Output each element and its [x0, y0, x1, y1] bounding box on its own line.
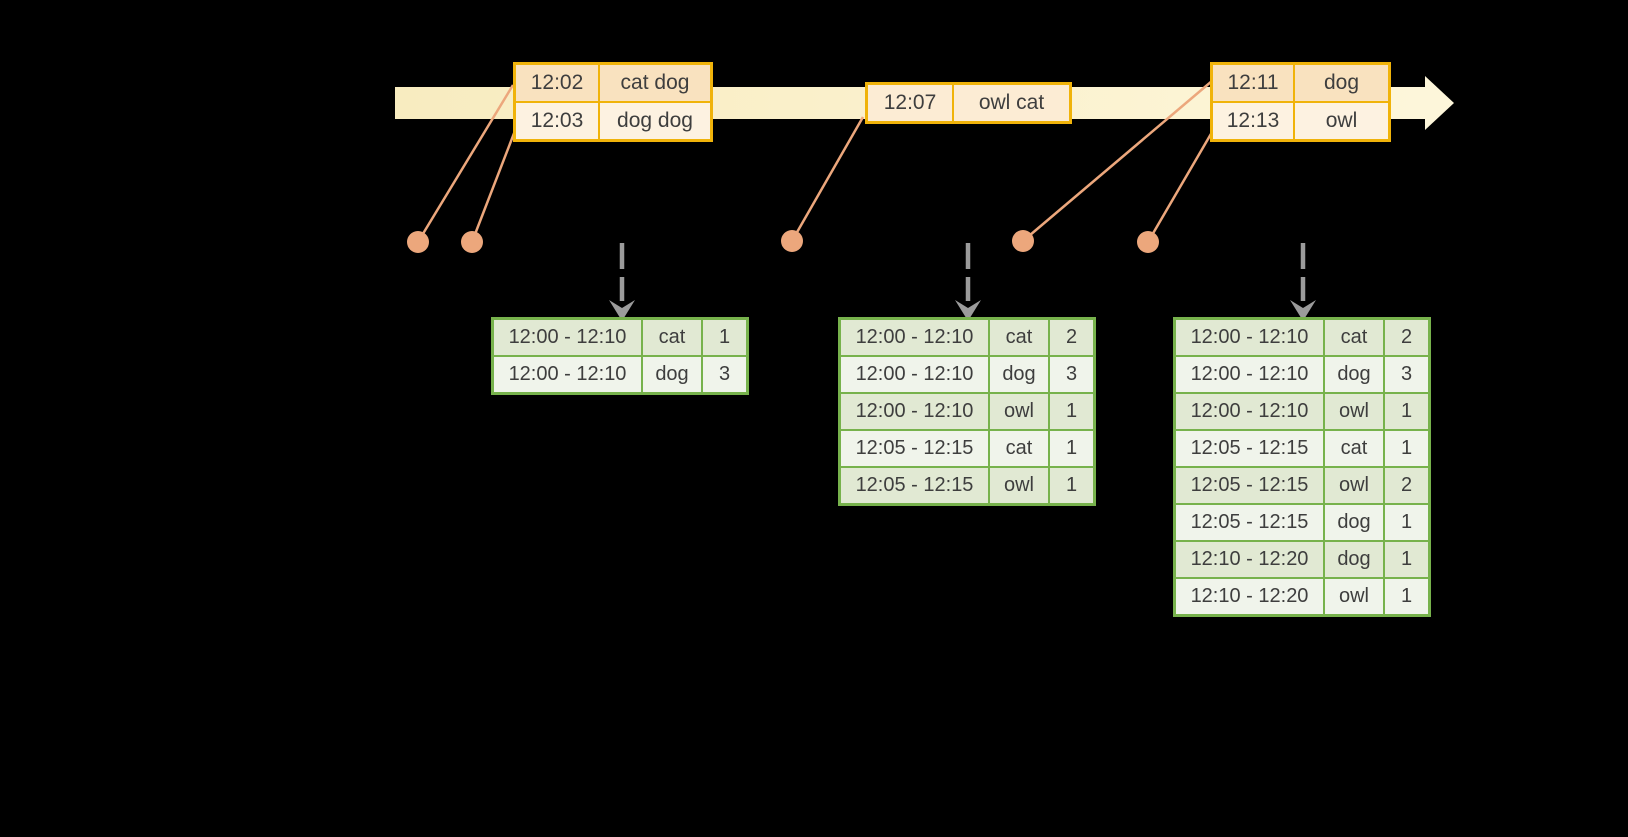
result-cell-word: dog — [990, 357, 1048, 392]
arrow-down-icon — [609, 300, 635, 321]
result-cell-word: cat — [643, 320, 701, 355]
result-cell-window: 12:00 - 12:10 — [1176, 394, 1323, 429]
result-cell-word: cat — [1325, 431, 1383, 466]
event-cell-time: 12:07 — [868, 85, 952, 121]
result-cell-word: cat — [1325, 320, 1383, 355]
result-cell-window: 12:00 - 12:10 — [1176, 357, 1323, 392]
event-dot — [781, 230, 803, 252]
result-cell-window: 12:00 - 12:10 — [841, 357, 988, 392]
arrow-down-icon — [1290, 300, 1316, 321]
result-cell-count: 1 — [703, 320, 746, 355]
event-connector-line — [416, 84, 515, 243]
result-cell-word: owl — [990, 468, 1048, 503]
event-connector-line — [1022, 80, 1213, 242]
result-cell-window: 12:05 - 12:15 — [841, 431, 988, 466]
result-cell-count: 2 — [1385, 320, 1428, 355]
result-cell-word: owl — [1325, 468, 1383, 503]
event-cell-time: 12:02 — [516, 65, 598, 101]
result-cell-window: 12:00 - 12:10 — [494, 357, 641, 392]
result-cell-count: 3 — [703, 357, 746, 392]
result-cell-word: owl — [1325, 394, 1383, 429]
result-cell-word: cat — [990, 431, 1048, 466]
result-cell-count: 1 — [1385, 579, 1428, 614]
event-cell-time: 12:03 — [516, 103, 598, 139]
result-cell-count: 1 — [1050, 468, 1093, 503]
event-cell-time: 12:11 — [1213, 65, 1293, 101]
result-cell-count: 1 — [1385, 431, 1428, 466]
result-cell-word: dog — [1325, 357, 1383, 392]
arrow-down-icon — [955, 300, 981, 321]
result-cell-window: 12:00 - 12:10 — [841, 320, 988, 355]
event-cell-words: owl cat — [954, 85, 1069, 121]
result-cell-count: 1 — [1385, 542, 1428, 577]
event-cell-words: dog dog — [600, 103, 710, 139]
event-cell-words: owl — [1295, 103, 1388, 139]
result-cell-word: dog — [643, 357, 701, 392]
result-cell-count: 1 — [1050, 394, 1093, 429]
result-cell-window: 12:00 - 12:10 — [494, 320, 641, 355]
result-cell-word: owl — [1325, 579, 1383, 614]
result-cell-count: 1 — [1385, 505, 1428, 540]
event-dot — [1137, 231, 1159, 253]
result-cell-window: 12:05 - 12:15 — [1176, 505, 1323, 540]
result-cell-window: 12:05 - 12:15 — [841, 468, 988, 503]
event-connector-line — [470, 122, 520, 243]
result-cell-word: owl — [990, 394, 1048, 429]
timeline-arrowhead-icon — [1425, 76, 1454, 130]
result-cell-count: 3 — [1385, 357, 1428, 392]
event-dot — [461, 231, 483, 253]
event-dots — [407, 230, 1159, 253]
event-dot — [1012, 230, 1034, 252]
result-cell-window: 12:00 - 12:10 — [841, 394, 988, 429]
event-connector-line — [790, 116, 865, 242]
event-cell-words: dog — [1295, 65, 1388, 101]
result-cell-window: 12:00 - 12:10 — [1176, 320, 1323, 355]
trigger-arrows — [619, 243, 1306, 301]
result-cell-window: 12:10 - 12:20 — [1176, 542, 1323, 577]
event-connectors — [416, 80, 1217, 243]
event-cell-words: cat dog — [600, 65, 710, 101]
event-connector-line — [1146, 126, 1217, 243]
result-cell-count: 1 — [1050, 431, 1093, 466]
result-cell-word: cat — [990, 320, 1048, 355]
result-cell-window: 12:05 - 12:15 — [1176, 468, 1323, 503]
result-cell-word: dog — [1325, 542, 1383, 577]
result-cell-count: 2 — [1385, 468, 1428, 503]
event-dot — [407, 231, 429, 253]
result-cell-count: 1 — [1385, 394, 1428, 429]
result-cell-word: dog — [1325, 505, 1383, 540]
result-cell-count: 3 — [1050, 357, 1093, 392]
event-cell-time: 12:13 — [1213, 103, 1293, 139]
result-cell-count: 2 — [1050, 320, 1093, 355]
trigger-arrowheads — [609, 300, 1316, 321]
result-cell-window: 12:05 - 12:15 — [1176, 431, 1323, 466]
result-cell-window: 12:10 - 12:20 — [1176, 579, 1323, 614]
